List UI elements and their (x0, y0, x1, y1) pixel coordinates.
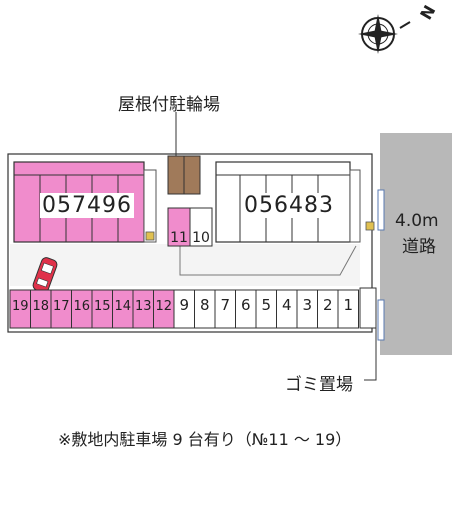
road-width-label: 4.0m (395, 211, 439, 231)
driveway-outline (179, 245, 357, 276)
garbage-label: ゴミ置場 (285, 375, 353, 395)
parking-slot-number: 1 (343, 296, 353, 314)
parking-slot-number: 8 (200, 296, 210, 314)
compass-rose-icon (358, 14, 411, 54)
garbage-leader (364, 310, 377, 381)
parking-note: ※敷地内駐車場 9 台有り（№11 ～ 19） (58, 430, 352, 449)
parking-slot-number: 12 (155, 299, 172, 314)
parking-slot-number: 6 (241, 296, 251, 314)
car-icon (32, 257, 58, 293)
garbage-area (359, 287, 377, 329)
road-label: 道路 (402, 237, 436, 257)
parking-slot-number: 18 (32, 299, 49, 314)
road-edge-marker (377, 189, 385, 231)
parking-slot-number: 17 (53, 299, 70, 314)
bike-parking-label: 屋根付駐輪場 (118, 95, 220, 115)
parking-slot-number: 3 (302, 296, 312, 314)
parking-slot-number: 9 (179, 296, 189, 314)
parking-slot-number: 13 (135, 299, 152, 314)
road-edge-marker (377, 299, 385, 341)
mailbox (145, 231, 155, 241)
parking-slot-number: 15 (94, 299, 111, 314)
parking-slot-number: 7 (220, 296, 230, 314)
parking-slot-number: 4 (282, 296, 292, 314)
stair (143, 169, 157, 243)
parking-slot-number: 5 (261, 296, 271, 314)
stair (349, 169, 361, 243)
parking-slot-number: 19 (12, 299, 29, 314)
building-id-056483: 056483 (242, 193, 336, 218)
mailbox (365, 221, 375, 231)
parking-slot-number: 2 (323, 296, 333, 314)
parking-slot-10 (189, 207, 213, 247)
building-id-057496: 057496 (40, 193, 134, 218)
road (380, 133, 452, 355)
parking-slot-1 (337, 289, 359, 329)
parking-slot-number: 16 (73, 299, 90, 314)
driveway (10, 244, 360, 286)
parking-slot-number: 14 (114, 299, 131, 314)
compass-label: N (416, 2, 439, 23)
parking-slot-number: 10 (192, 230, 210, 246)
parking-slot-number: 11 (170, 230, 188, 246)
